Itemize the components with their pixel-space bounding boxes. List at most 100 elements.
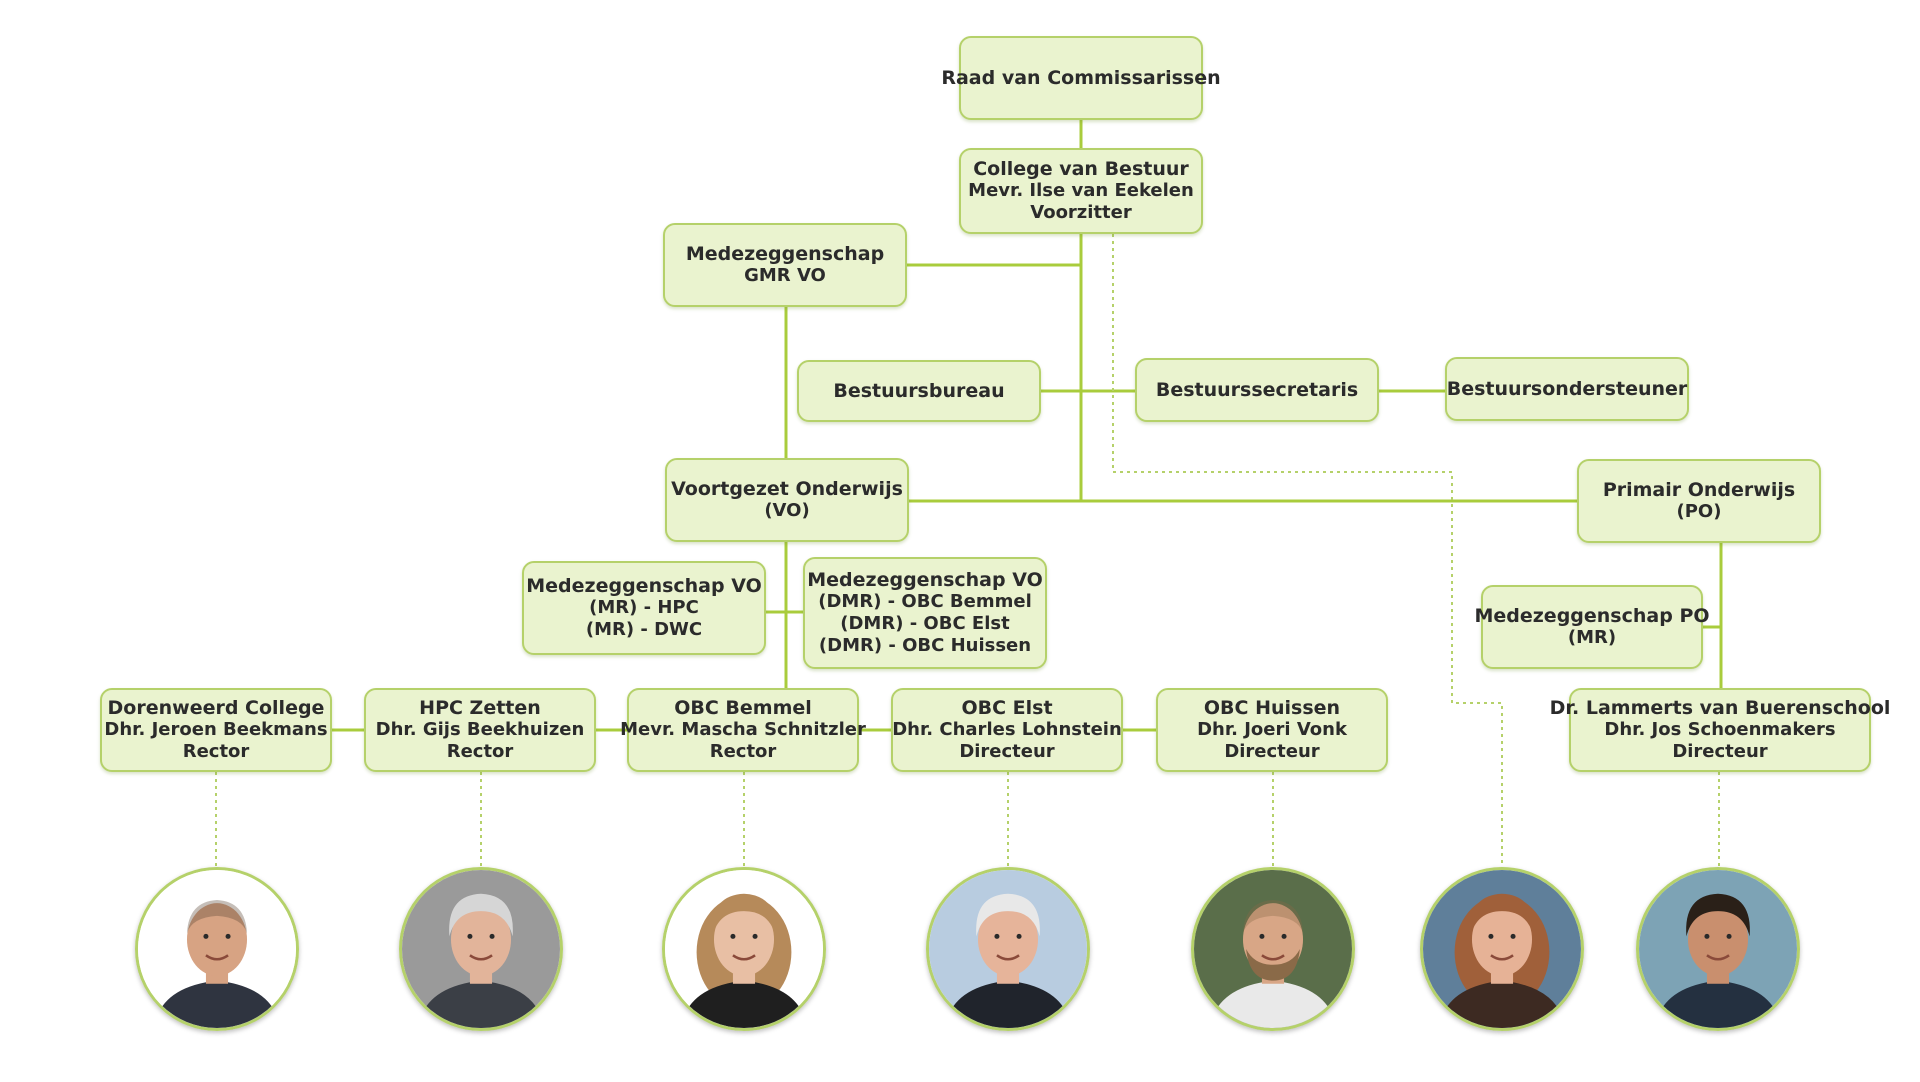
- portrait-eye-left: [203, 933, 209, 939]
- portrait-face: [1242, 903, 1304, 976]
- portrait-hair: [1686, 893, 1750, 937]
- node-role: Rector: [446, 741, 514, 762]
- portrait-illustration: [1423, 870, 1581, 1028]
- node-primair-onderwijs[interactable]: Primair Onderwijs (PO): [1577, 459, 1821, 543]
- portrait-photo-mascha-schnitzler: [662, 867, 826, 1031]
- portrait-smile: [1706, 954, 1730, 961]
- portrait-shoulders: [1209, 980, 1337, 1028]
- node-detail-line: (DMR) - OBC Huissen: [818, 635, 1032, 656]
- node-obc-bemmel[interactable]: OBC Bemmel Mevr. Mascha Schnitzler Recto…: [620, 688, 866, 772]
- node-role: Rector: [182, 741, 250, 762]
- portrait-hair: [186, 900, 248, 934]
- portrait-smile: [469, 954, 493, 961]
- portrait-eye-left: [1259, 933, 1265, 939]
- portrait-hair: [712, 893, 776, 937]
- node-title: OBC Elst: [961, 697, 1053, 719]
- portrait-hair: [976, 893, 1040, 937]
- portrait-face: [713, 903, 775, 976]
- node-dorenweerd-college[interactable]: Dorenweerd College Dhr. Jeroen Beekmans …: [100, 688, 332, 772]
- portrait-face: [1687, 903, 1749, 976]
- node-role: Directeur: [1672, 741, 1768, 762]
- node-bestuursbureau[interactable]: Bestuursbureau: [797, 360, 1041, 422]
- node-subtitle: GMR VO: [744, 265, 826, 286]
- node-subtitle: (PO): [1676, 501, 1722, 522]
- node-person-name: Dhr. Charles Lohnstein: [892, 719, 1122, 740]
- portrait-hair: [1242, 900, 1304, 934]
- node-role: Voorzitter: [1030, 202, 1132, 223]
- portrait-eye-left: [730, 933, 736, 939]
- node-person-name: Mevr. Ilse van Eekelen: [968, 180, 1194, 201]
- node-title: Voortgezet Onderwijs: [671, 478, 903, 500]
- node-medezeggenschap-vo-mr[interactable]: Medezeggenschap VO (MR) - HPC (MR) - DWC: [522, 561, 766, 655]
- portrait-hair: [1470, 893, 1534, 937]
- portrait-shoulders: [417, 980, 545, 1028]
- node-obc-elst[interactable]: OBC Elst Dhr. Charles Lohnstein Directeu…: [891, 688, 1123, 772]
- node-medezeggenschap-vo-dmr[interactable]: Medezeggenschap VO (DMR) - OBC Bemmel (D…: [803, 557, 1047, 669]
- node-raad-van-commissarissen[interactable]: Raad van Commissarissen: [941, 36, 1221, 120]
- portrait-shoulders: [944, 980, 1072, 1028]
- node-title: College van Bestuur: [973, 158, 1189, 180]
- node-person-name: Dhr. Jeroen Beekmans: [104, 719, 328, 740]
- portrait-face: [1471, 903, 1533, 976]
- node-medezeggenschap-gmr-vo[interactable]: Medezeggenschap GMR VO: [663, 223, 907, 307]
- node-voortgezet-onderwijs[interactable]: Voortgezet Onderwijs (VO): [665, 458, 909, 542]
- portrait-illustration: [1639, 870, 1797, 1028]
- portrait-hair: [449, 893, 513, 937]
- node-title: Raad van Commissarissen: [941, 67, 1221, 89]
- node-obc-huissen[interactable]: OBC Huissen Dhr. Joeri Vonk Directeur: [1156, 688, 1388, 772]
- portrait-illustration: [929, 870, 1087, 1028]
- node-medezeggenschap-po-mr[interactable]: Medezeggenschap PO (MR): [1474, 585, 1710, 669]
- portrait-shoulders: [1438, 980, 1566, 1028]
- portrait-smile: [732, 954, 756, 961]
- node-bestuurssecretaris[interactable]: Bestuurssecretaris: [1135, 358, 1379, 422]
- portrait-photo-gijs-beekhuizen: [399, 867, 563, 1031]
- node-bestuursondersteuner[interactable]: Bestuursondersteuner: [1445, 357, 1689, 421]
- portrait-photo-bestuurssecretaris: [1420, 867, 1584, 1031]
- portrait-eye-left: [1704, 933, 1710, 939]
- node-college-van-bestuur[interactable]: College van Bestuur Mevr. Ilse van Eekel…: [959, 148, 1203, 234]
- portrait-shoulders: [153, 980, 281, 1028]
- node-title: HPC Zetten: [419, 697, 541, 719]
- portrait-eye-right: [225, 933, 231, 939]
- node-title: Primair Onderwijs: [1602, 479, 1796, 501]
- node-person-name: Dhr. Joeri Vonk: [1197, 719, 1347, 740]
- portrait-shoulders: [680, 980, 808, 1028]
- portrait-illustration: [402, 870, 560, 1028]
- node-role: Directeur: [1224, 741, 1320, 762]
- node-person-name: Dhr. Gijs Beekhuizen: [375, 719, 585, 740]
- node-detail-line: (DMR) - OBC Bemmel: [818, 591, 1032, 612]
- node-title: Bestuurssecretaris: [1155, 379, 1359, 401]
- portrait-smile: [1490, 954, 1514, 961]
- node-title: Medezeggenschap PO: [1474, 605, 1710, 627]
- node-title: OBC Huissen: [1203, 697, 1341, 719]
- node-role: Directeur: [959, 741, 1055, 762]
- portrait-illustration: [1194, 870, 1352, 1028]
- portrait-eye-right: [752, 933, 758, 939]
- node-title: Bestuursbureau: [833, 380, 1005, 402]
- portrait-eye-left: [467, 933, 473, 939]
- node-title: Dr. Lammerts van Buerenschool: [1549, 697, 1891, 719]
- portrait-eye-right: [1016, 933, 1022, 939]
- node-title: Dorenweerd College: [107, 697, 325, 719]
- portrait-eye-left: [994, 933, 1000, 939]
- node-dr-lammerts-van-buerenschool[interactable]: Dr. Lammerts van Buerenschool Dhr. Jos S…: [1550, 688, 1890, 772]
- node-title: Medezeggenschap VO: [526, 575, 762, 597]
- portrait-photo-charles-lohnstein: [926, 867, 1090, 1031]
- node-title: Medezeggenschap VO: [807, 569, 1043, 591]
- portrait-photo-jos-schoenmakers: [1636, 867, 1800, 1031]
- portrait-eye-right: [489, 933, 495, 939]
- portrait-beard: [1246, 949, 1300, 981]
- portrait-smile: [205, 954, 229, 961]
- portrait-eye-right: [1281, 933, 1287, 939]
- node-role: Rector: [709, 741, 777, 762]
- portrait-eye-left: [1488, 933, 1494, 939]
- node-title: Bestuursondersteuner: [1446, 378, 1688, 400]
- node-person-name: Dhr. Jos Schoenmakers: [1604, 719, 1836, 740]
- node-detail-line: (MR) - HPC: [589, 597, 699, 618]
- node-hpc-zetten[interactable]: HPC Zetten Dhr. Gijs Beekhuizen Rector: [364, 688, 596, 772]
- portrait-face: [450, 903, 512, 976]
- portrait-face: [977, 903, 1039, 976]
- node-person-name: Mevr. Mascha Schnitzler: [620, 719, 866, 740]
- portrait-smile: [1261, 954, 1285, 961]
